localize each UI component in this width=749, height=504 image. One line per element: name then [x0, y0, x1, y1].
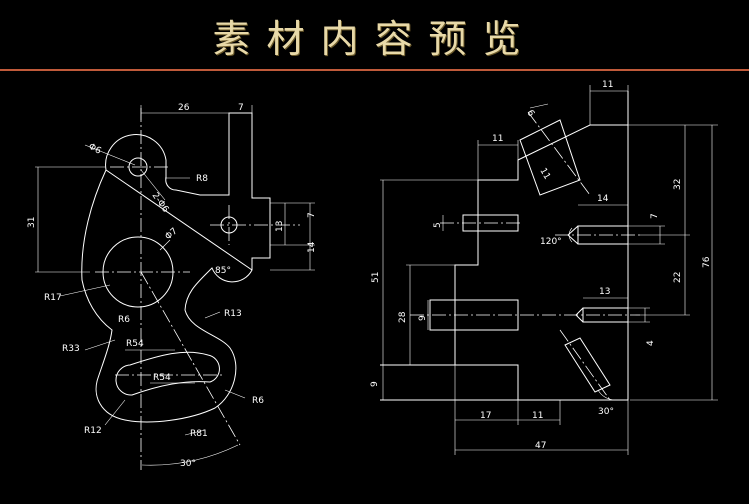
label-r12: R12: [84, 426, 102, 436]
label-r17: R17: [44, 293, 62, 303]
label-r8: R8: [196, 174, 208, 184]
left-view: 26 7 31 13 14 7 Φ6 Φ7 2-Φ6 R8 85° R17 R1…: [27, 103, 317, 470]
label-r13: R13: [224, 309, 242, 319]
dim-11-left: 11: [492, 134, 503, 144]
dim-47: 47: [535, 441, 546, 451]
label-85deg: 85°: [215, 266, 231, 276]
dim-22: 22: [673, 272, 683, 283]
dim-11-slant: 11: [537, 167, 551, 182]
dim-7-right: 7: [307, 212, 317, 218]
label-r33: R33: [62, 344, 80, 354]
dim-76: 76: [702, 256, 712, 268]
left-dimensions: [35, 105, 315, 466]
dim-17: 17: [480, 411, 491, 421]
label-r6-a: R6: [118, 315, 130, 325]
dim-11-bottom: 11: [532, 411, 543, 421]
dim-4: 4: [646, 340, 656, 346]
label-phi7: Φ7: [164, 226, 180, 242]
dim-51: 51: [371, 272, 381, 283]
dim-26: 26: [178, 103, 190, 113]
label-r54-b: R54: [153, 373, 171, 383]
header: 素材内容预览: [0, 0, 749, 71]
label-120deg: 120°: [540, 237, 562, 247]
right-dimension-labels: 11 6 11 11 32 76 5 14 7 120° 51 22 13 28…: [370, 80, 712, 451]
left-part-outline: [81, 112, 271, 423]
label-r81: R81: [190, 429, 208, 439]
right-dimensions: [380, 85, 718, 455]
left-dimension-labels: 26 7 31 13 14 7 Φ6 Φ7 2-Φ6 R8 85° R17 R1…: [27, 103, 317, 469]
dim-28: 28: [398, 311, 408, 323]
right-view: 11 6 11 11 32 76 5 14 7 120° 51 22 13 28…: [370, 80, 718, 455]
dim-6: 6: [524, 109, 536, 119]
right-part-outline: [380, 91, 629, 401]
dim-13-right: 13: [599, 287, 610, 297]
label-r6-b: R6: [252, 396, 264, 406]
left-center-lines: [95, 108, 300, 470]
dim-13: 13: [275, 221, 285, 232]
label-r54-a: R54: [126, 339, 144, 349]
header-divider: [0, 69, 749, 71]
page-title: 素材内容预览: [212, 17, 537, 61]
right-center-lines: [410, 111, 640, 401]
dim-7-right-view: 7: [650, 213, 660, 219]
label-30deg-left: 30°: [180, 459, 196, 469]
label-30deg-right: 30°: [598, 407, 614, 417]
dim-7-top: 7: [238, 103, 244, 113]
dim-32: 32: [673, 179, 683, 190]
dim-31: 31: [27, 217, 37, 228]
dim-14-right: 14: [597, 194, 609, 204]
dim-11-top: 11: [602, 80, 613, 90]
dim-9-mid: 9: [418, 315, 428, 321]
label-2-phi6: 2-Φ6: [150, 191, 171, 215]
dim-9-bottom: 9: [370, 381, 380, 387]
dim-14: 14: [307, 241, 317, 253]
dim-5: 5: [433, 222, 443, 228]
label-phi6: Φ6: [87, 142, 103, 157]
